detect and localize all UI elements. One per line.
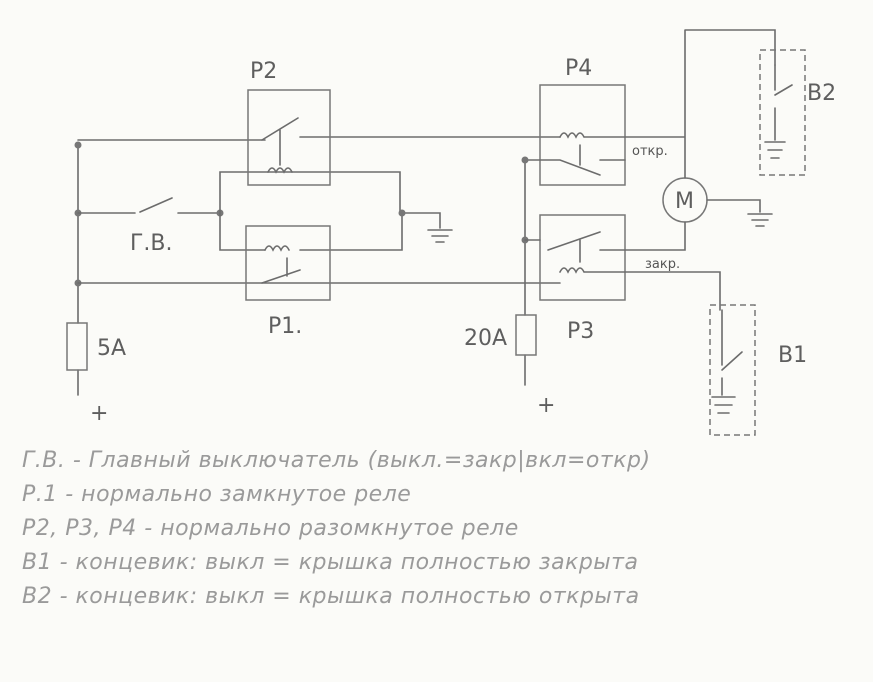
label-b1: В1 (778, 343, 807, 368)
label-main-switch: Г.В. (130, 231, 173, 256)
legend-line-b1: В1 - концевик: выкл = крышка полностью з… (22, 550, 639, 575)
fuse-20a (515, 314, 537, 356)
label-motor: М (675, 189, 694, 214)
legend-line-b2: В2 - концевик: выкл = крышка полностью о… (22, 584, 640, 609)
wire-top (77, 136, 561, 141)
relay-p2 (247, 89, 331, 186)
label-plus-left: + (90, 401, 108, 426)
fuse-5a (66, 322, 88, 371)
limit-switch-b1 (709, 304, 756, 436)
legend-line-p1: Р.1 - нормально замкнутое реле (22, 482, 412, 507)
legend-line-main-switch: Г.В. - Главный выключатель (выкл.=закр|в… (22, 448, 651, 473)
label-fuse-20a: 20А (464, 326, 507, 351)
relay-p3 (539, 214, 626, 301)
legend-line-p2-p3-p4: Р2, Р3, Р4 - нормально разомкнутое реле (22, 516, 519, 541)
label-fuse-5a: 5А (97, 336, 126, 361)
label-open: откр. (632, 144, 668, 159)
left-power-rail (66, 141, 88, 396)
wire-coils (219, 171, 441, 251)
relay-p1 (245, 225, 331, 301)
label-p2: Р2 (250, 59, 277, 84)
label-p1: Р1. (268, 314, 302, 339)
relay-p4 (539, 84, 626, 186)
label-b2: В2 (807, 81, 836, 106)
motor (624, 29, 776, 311)
label-plus-right: + (537, 393, 555, 418)
limit-switch-b2 (759, 49, 806, 176)
wire-right (524, 159, 541, 386)
label-close: закр. (645, 257, 680, 272)
ground-icon (427, 229, 453, 243)
label-p4: Р4 (565, 56, 592, 81)
main-switch (77, 197, 224, 217)
label-p3: Р3 (567, 319, 594, 344)
